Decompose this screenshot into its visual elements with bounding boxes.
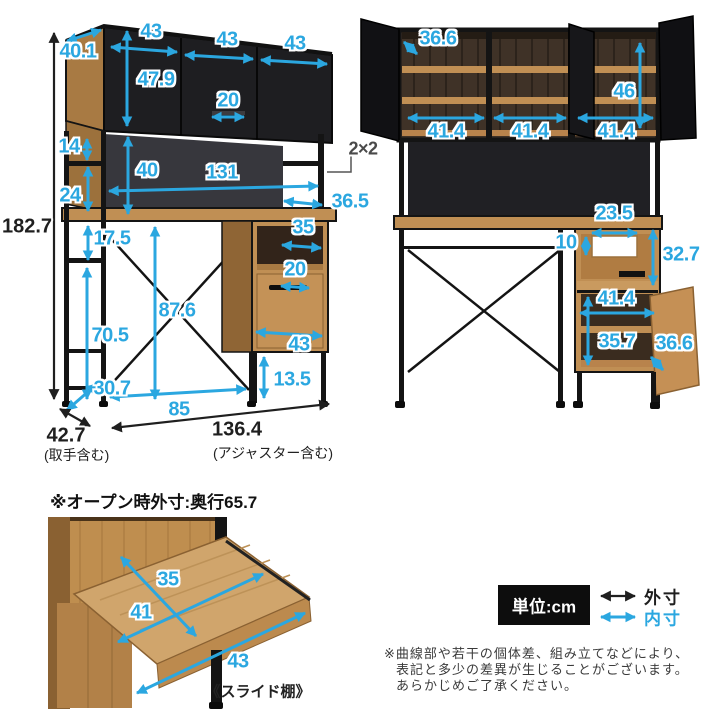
unit-label: 単位:cm — [511, 597, 577, 617]
inner-dimension-arrows — [65, 27, 665, 695]
dim-total-height: 182.7 — [1, 215, 53, 238]
dim-knee-space-width: 85 — [168, 398, 190, 421]
dim-upper-inner-width-1: 41.4 — [427, 120, 465, 143]
footnote-line-2: 表記と多少の差異が生じることがございます。 — [396, 662, 689, 677]
dim-cabinet-inner-width: 41.4 — [597, 287, 635, 310]
dim-drawer-width: 43 — [288, 333, 310, 356]
dim-lower-door-open: 36.6 — [655, 332, 693, 355]
outer-dimension-label: 外寸 — [644, 588, 682, 608]
dim-top-depth: 40.1 — [59, 40, 97, 63]
dim-under-desk-height: 87.6 — [158, 299, 196, 322]
dim-base-height: 13.5 — [273, 368, 311, 391]
dim-door-width-1: 43 — [140, 20, 162, 43]
inner-dimension-label: 内寸 — [644, 609, 682, 629]
dim-desk-return-depth: 36.5 — [331, 190, 369, 213]
unit-legend-box — [498, 585, 590, 625]
dim-upper-gap-height: 14 — [58, 135, 80, 158]
footnote-line-3: あらかじめご了承ください。 — [396, 678, 579, 693]
slide-shelf-caption: 《スライド棚》 — [205, 683, 311, 701]
dim-lower-gap-height: 24 — [59, 184, 81, 207]
dim-door-width-3: 43 — [284, 32, 306, 55]
dim-niche-width: 23.5 — [595, 202, 633, 225]
dim-middle-inner-width: 131 — [206, 161, 238, 184]
total-width-note: (アジャスター含む) — [213, 445, 334, 461]
dim-niche-offset: 10 — [555, 231, 577, 254]
dim-bottom-depth: 30.7 — [93, 377, 131, 400]
total-depth-note: (取手含む) — [44, 447, 110, 463]
dim-drawer-handle-width: 20 — [284, 258, 306, 281]
dim-slide-front-width: 43 — [227, 650, 249, 673]
dim-door-handle-width: 20 — [217, 89, 239, 112]
open-dimension-heading: ※オープン時外寸:奥行65.7 — [50, 493, 258, 512]
dim-cabinet-inner-height: 35.7 — [598, 330, 636, 353]
frame-size-note: 2×2 — [348, 138, 378, 159]
dim-upper-inner-height: 47.9 — [137, 68, 175, 91]
dim-total-width: 136.4 — [211, 418, 263, 441]
right-view-illustration — [360, 15, 700, 409]
dim-niche-height: 32.7 — [662, 243, 700, 266]
dim-slide-width: 41 — [130, 601, 152, 624]
dim-upper-door-open: 36.6 — [419, 27, 457, 50]
dim-door-width-2: 43 — [216, 28, 238, 51]
dim-upper-inner-width-2: 41.4 — [511, 120, 549, 143]
dim-under-desk-gap: 17.5 — [93, 227, 131, 250]
dim-upper-inner-height: 46 — [613, 80, 635, 103]
dim-slide-depth: 35 — [157, 568, 179, 591]
dim-total-depth: 42.7 — [46, 424, 86, 447]
dim-upper-inner-width-3: 41.4 — [597, 120, 635, 143]
footnote-line-1: ※曲線部や若干の個体差、組み立てなどにより、 — [384, 646, 690, 661]
dim-side-frame-height: 70.5 — [91, 324, 129, 347]
outer-dimension-arrows — [48, 31, 637, 602]
dim-back-panel-height: 40 — [136, 159, 158, 182]
dim-cubby-width: 35 — [292, 216, 314, 239]
